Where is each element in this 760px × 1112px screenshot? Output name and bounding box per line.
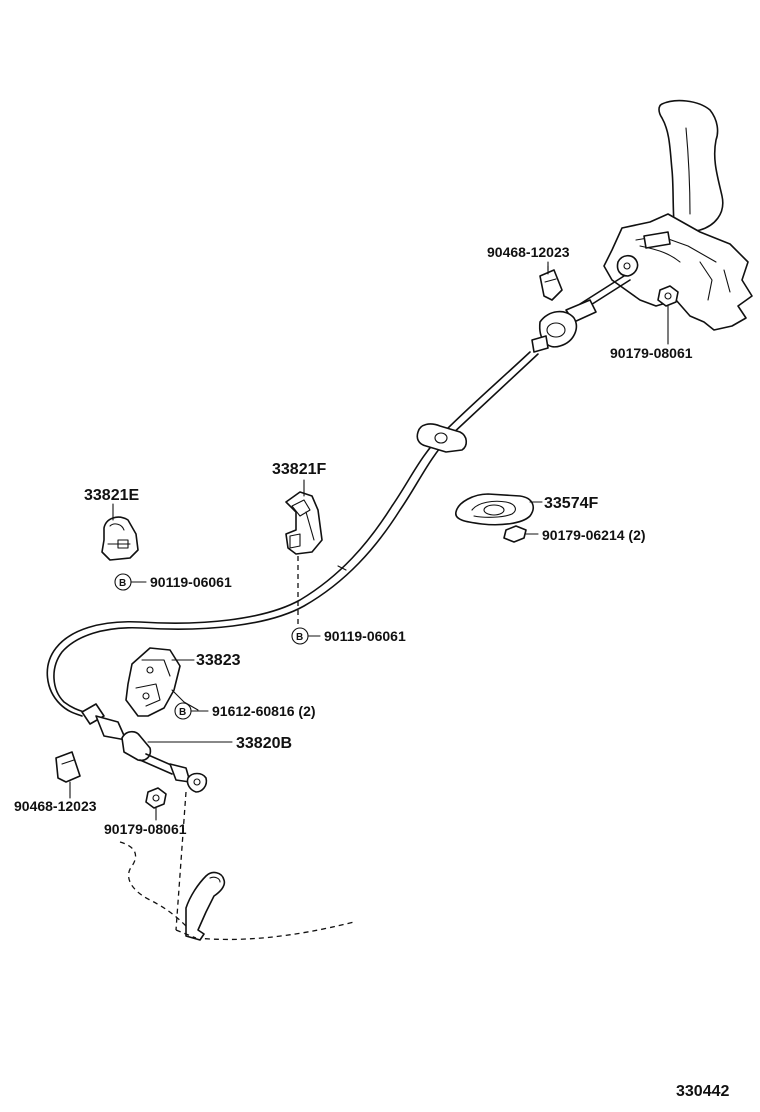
diagram-id: 330442 xyxy=(676,1083,729,1100)
bracket-823-part xyxy=(125,647,181,717)
connection-lines xyxy=(175,556,299,939)
bracket-e-part xyxy=(101,516,139,561)
grommet-part xyxy=(455,493,534,526)
label-nut-grommet: 90179-06214 (2) xyxy=(542,527,646,543)
label-bolt-823: 91612-60816 (2) xyxy=(212,703,316,719)
clip-top-part xyxy=(539,265,563,301)
clip-bottom-part xyxy=(55,751,81,783)
lower-cable-end xyxy=(81,703,208,793)
label-bolt-f: 90119-06061 xyxy=(324,628,406,644)
bolt-f-marker: B xyxy=(291,627,321,645)
bolt-823-marker-letter: B xyxy=(179,707,186,718)
leader-lines xyxy=(69,261,669,821)
bracket-f-part xyxy=(285,491,323,555)
label-grommet: 33574F xyxy=(544,495,598,512)
label-clip-top: 90468-12023 xyxy=(487,244,570,260)
label-bracket-f: 33821F xyxy=(272,461,326,478)
transmission-lever xyxy=(119,841,355,941)
part-labels: 90468-12023 90179-08061 33821F 33821E 33… xyxy=(14,244,729,1100)
bolt-e-marker: B xyxy=(114,573,147,591)
label-bolt-e: 90119-06061 xyxy=(150,574,232,590)
label-bracket-e: 33821E xyxy=(84,487,139,504)
label-bracket-823: 33823 xyxy=(196,652,241,669)
bolt-f-marker-letter: B xyxy=(296,632,303,643)
bolt-e-marker-letter: B xyxy=(119,578,126,589)
nut-grommet-part xyxy=(503,525,527,543)
nut-bottom-part xyxy=(145,787,167,809)
bolt-823-marker: B xyxy=(174,702,209,720)
upper-cable-end xyxy=(531,254,639,353)
label-cable: 33820B xyxy=(236,735,292,752)
label-nut-bottom: 90179-08061 xyxy=(104,821,187,837)
shift-cable xyxy=(46,351,539,717)
label-clip-bottom: 90468-12023 xyxy=(14,798,97,814)
label-nut-top: 90179-08061 xyxy=(610,345,693,361)
shift-lever-assembly xyxy=(603,99,753,331)
